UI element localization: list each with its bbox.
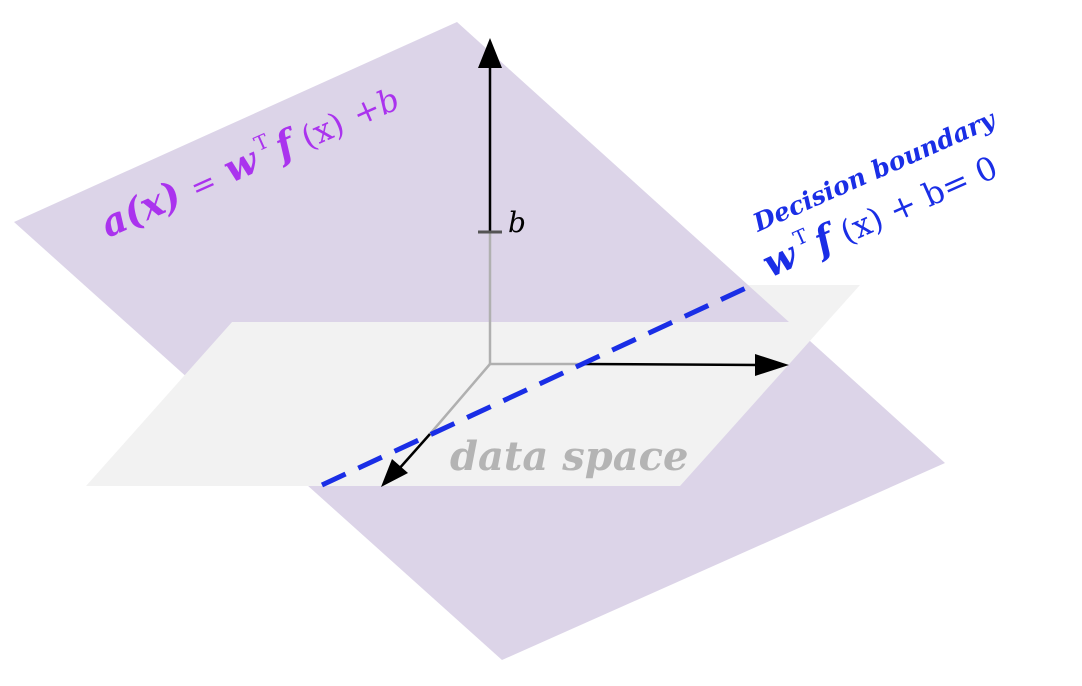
horizontal-axis — [579, 362, 761, 367]
horizontal-axis-arrowhead — [755, 354, 789, 376]
grey-diagonal-axis — [429, 363, 491, 435]
bias-label: b — [508, 206, 526, 239]
diagonal-axis-arrowhead — [381, 459, 408, 487]
diagonal-axis — [397, 433, 431, 471]
vertical-axis-arrowhead — [478, 38, 502, 68]
data-space-label: data space — [450, 433, 688, 480]
hyperplane-upper — [14, 22, 789, 322]
